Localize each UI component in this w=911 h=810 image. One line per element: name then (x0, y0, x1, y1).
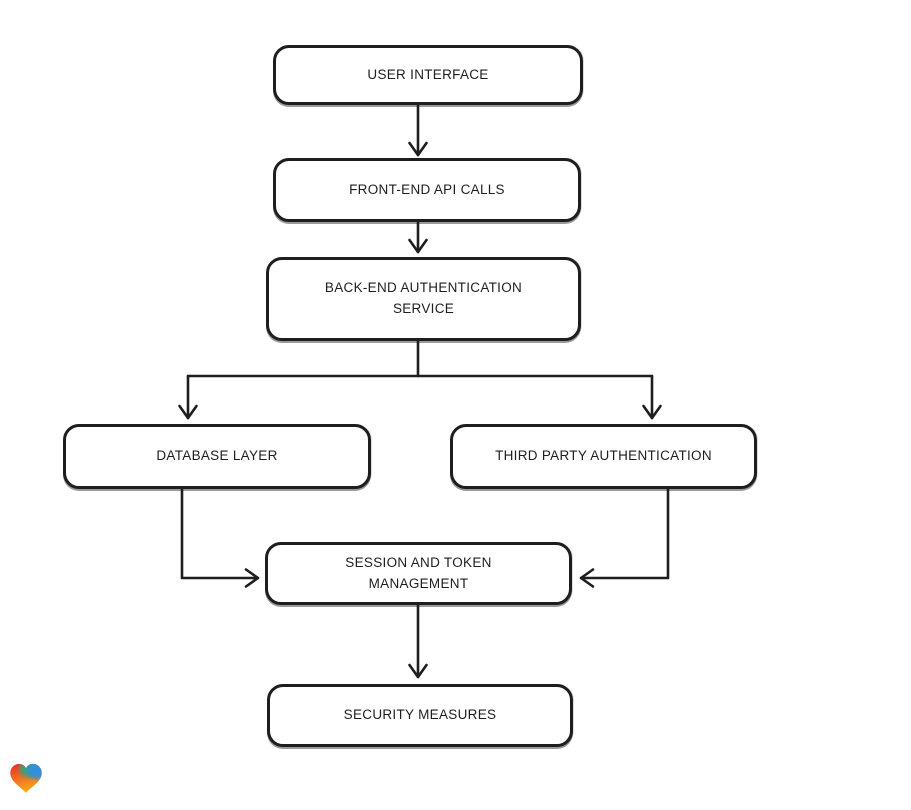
node-front-end-api-calls[interactable]: FRONT-END API CALLS (273, 158, 581, 222)
node-security-measures-label: SECURITY MEASURES (343, 707, 497, 723)
node-back-end-authentication-service[interactable]: BACK-END AUTHENTICATION SERVICE (266, 257, 581, 341)
node-database-layer[interactable]: DATABASE LAYER (63, 424, 371, 489)
edge-thirdparty-to-session-arrow[interactable] (579, 487, 670, 588)
heart-icon[interactable] (9, 760, 43, 797)
node-user-interface-label: USER INTERFACE (367, 66, 489, 82)
node-session-and-token-management[interactable]: SESSION AND TOKEN MANAGEMENT (265, 542, 572, 605)
node-third-party-authentication-label: THIRD PARTY AUTHENTICATION (495, 448, 712, 464)
node-third-party-authentication[interactable]: THIRD PARTY AUTHENTICATION (450, 424, 757, 489)
node-security-measures[interactable]: SECURITY MEASURES (267, 684, 573, 747)
node-back-end-authentication-service-label: BACK-END AUTHENTICATION SERVICE (324, 280, 523, 316)
node-front-end-api-calls-label: FRONT-END API CALLS (349, 181, 505, 197)
node-database-layer-label: DATABASE LAYER (156, 448, 278, 464)
edge-database-to-session-arrow[interactable] (180, 487, 260, 588)
node-session-and-token-management-label: SESSION AND TOKEN MANAGEMENT (345, 554, 492, 591)
node-user-interface[interactable]: USER INTERFACE (273, 45, 583, 105)
